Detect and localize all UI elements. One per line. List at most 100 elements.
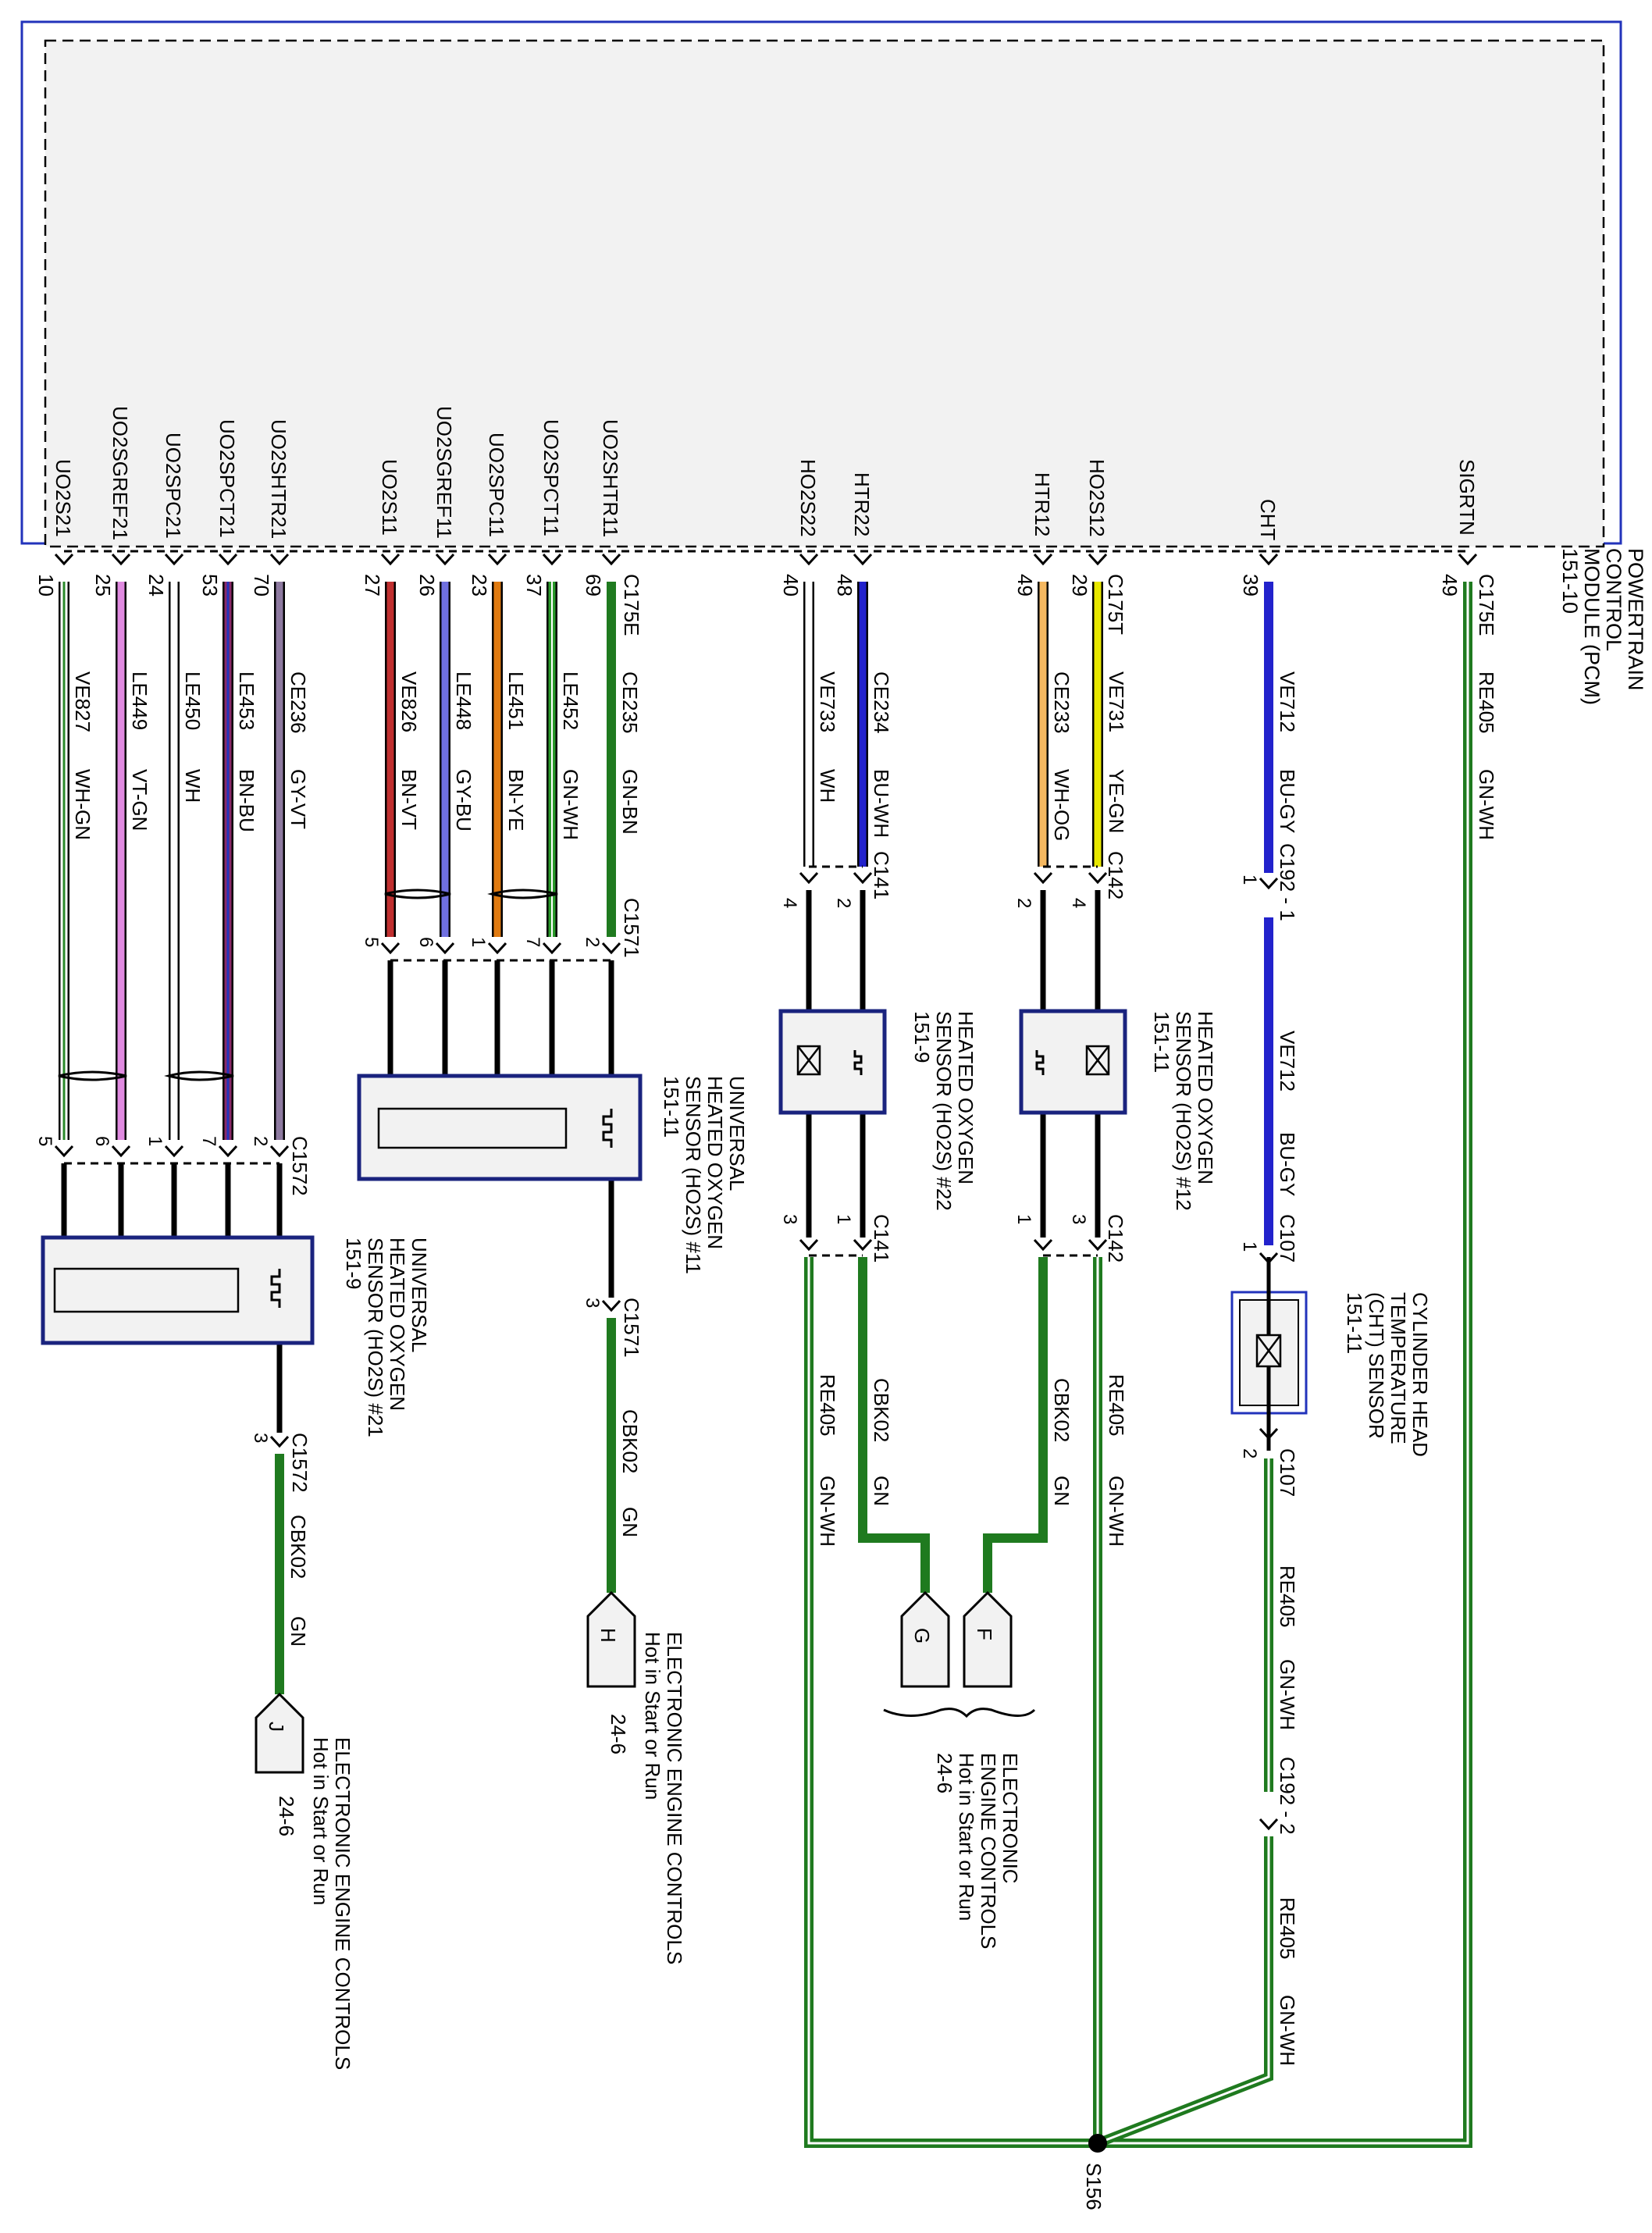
cbk02-label-12: CBK02: [1050, 1378, 1073, 1442]
c107-pin-2: 2: [1239, 1448, 1260, 1458]
ref-gf-page: 24-6: [933, 1753, 956, 1793]
uhos21-title-line-1: UNIVERSAL: [408, 1238, 431, 1352]
pcm-pin-number-uo2shtr21: 70: [250, 574, 273, 597]
re405-label-cht: RE405: [1276, 1565, 1299, 1628]
wire-color-ho2s12: YE-GN: [1105, 769, 1128, 833]
gf-brace: [883, 1708, 1036, 1718]
connector-arrow: [853, 553, 873, 566]
pcm-pin-number-uo2spct11: 37: [522, 574, 546, 597]
connector-c192-1: C192 - 1: [1276, 843, 1299, 921]
wire-color-uo2s11: BN-VT: [397, 769, 421, 830]
pcm-pin-number-cht: 39: [1239, 574, 1262, 597]
ref-gf-title-1: ELECTRONIC: [999, 1753, 1022, 1884]
connector-arrow: [164, 553, 184, 566]
cbk02-label-22: CBK02: [870, 1378, 893, 1442]
wire-color-sigrtn: GN-WH: [1475, 769, 1498, 840]
wire-color-uo2spct11: GN-WH: [559, 769, 582, 840]
gnwh-label-cht: GN-WH: [1276, 1659, 1299, 1730]
connector-arrow: [542, 942, 562, 955]
uhos11-title-line-3: SENSOR (HO2S) #11: [682, 1076, 705, 1274]
pcm-title-line-2: CONTROL: [1602, 548, 1625, 651]
ref-gf-title-2: ENGINE CONTROLS: [977, 1753, 1000, 1949]
connector-arrow: [542, 553, 562, 566]
pcm-title-line-3: MODULE (PCM): [1580, 548, 1604, 705]
c141-top-pin: 4: [779, 898, 800, 908]
pcm-pin-number-uo2shtr11: 69: [582, 574, 605, 597]
pcm-pin-number-uo2sgref21: 25: [91, 574, 115, 597]
connector-c1571-top: C1571: [620, 898, 643, 958]
connector-arrow: [164, 1145, 184, 1158]
connector-arrow: [1033, 553, 1053, 566]
pcm-connector-c175t: C175T: [1104, 574, 1127, 635]
c1571-pin: 5: [361, 937, 382, 947]
connector-arrow: [1259, 1818, 1279, 1831]
wire-color-uo2sgref21: VT-GN: [128, 769, 151, 831]
circuit-uo2sgref21: LE449: [128, 671, 151, 730]
wire-color-uo2sgref11: GY-BU: [452, 769, 475, 832]
chp-wire-ve712: VE712: [1276, 1031, 1299, 1092]
circuit-uo2s21: VE827: [71, 671, 94, 732]
circuit-uo2spct21: LE453: [235, 671, 258, 730]
wire-color-htr12: WH-OG: [1050, 769, 1073, 841]
pcm-signal-htr12: HTR12: [1031, 472, 1054, 536]
ref-j-page: 24-6: [275, 1796, 298, 1836]
connector-c141-top: C141: [870, 851, 893, 899]
connector-arrow: [1088, 871, 1108, 885]
cht-title-line-1: CYLINDER HEAD: [1408, 1292, 1432, 1457]
circuit-uo2spc11: LE451: [504, 671, 528, 730]
connector-arrow: [853, 871, 873, 885]
pcm-signal-uo2spc21: UO2SPC21: [162, 433, 185, 539]
hos22-sensor: [778, 1009, 887, 1115]
c1572-pin: 5: [34, 1136, 55, 1146]
connector-arrow: [1088, 1238, 1108, 1252]
uhos11-title-line-1: UNIVERSAL: [725, 1076, 749, 1191]
connector-arrow: [1259, 877, 1279, 890]
connector-arrow: [799, 1238, 819, 1252]
connector-arrow: [218, 1145, 238, 1158]
pcm-signal-uo2sgref11: UO2SGREF11: [433, 406, 456, 539]
hos12-title-line-2: SENSOR (HO2S) #12: [1172, 1011, 1195, 1211]
circuit-cht: VE712: [1276, 671, 1299, 732]
pcm-pin-number-uo2s21: 10: [34, 574, 58, 597]
connector-c142-bottom: C142: [1104, 1214, 1127, 1263]
gn-label-12: GN: [1050, 1476, 1073, 1506]
circuit-uo2shtr11: CE235: [618, 671, 642, 734]
connector-arrow: [853, 1238, 873, 1252]
pcm-title-line-4: 151-10: [1558, 548, 1582, 614]
hos22-title-line-1: HEATED OXYGEN: [954, 1011, 977, 1184]
connector-dashes: [64, 550, 1468, 1257]
circuit-ho2s12: VE731: [1105, 671, 1128, 732]
connector-arrow: [111, 553, 131, 566]
connector-c1572-top: C1572: [288, 1136, 312, 1196]
pcm-pin-number-uo2s11: 27: [361, 574, 384, 597]
pcm-pin-number-uo2spc11: 23: [468, 574, 491, 597]
pcm-signal-uo2spct11: UO2SPCT11: [539, 419, 563, 536]
circuit-ho2s22: VE733: [816, 671, 839, 732]
connector-arrow: [269, 1145, 290, 1158]
pcm-pin-number-uo2spct21: 53: [198, 574, 222, 597]
twisted-pair-markers: [58, 889, 558, 1081]
circuit-uo2s11: VE826: [397, 671, 421, 732]
wire-color-uo2spc11: BN-YE: [504, 769, 528, 831]
ref-gf-note: Hot in Start or Run: [955, 1753, 978, 1921]
connector-c107-top: C107: [1276, 1214, 1299, 1263]
pcm-module: [20, 20, 1622, 548]
c142-bottom-pin: 3: [1068, 1214, 1089, 1224]
pcm-pin-number-ho2s12: 29: [1068, 574, 1091, 597]
pcm-signal-uo2s21: UO2S21: [52, 459, 75, 537]
c1571-pin: 2: [582, 937, 603, 947]
gn-label-22: GN: [870, 1476, 893, 1506]
pcm-signal-htr22: HTR22: [850, 472, 874, 536]
pcm-connector-c175e-b: C175E: [1475, 574, 1498, 636]
ref-j-letter: J: [265, 1722, 288, 1732]
c141-top-pin: 2: [833, 898, 854, 908]
connector-arrow: [380, 942, 401, 955]
uhos21-title-line-3: SENSOR (HO2S) #21: [364, 1238, 387, 1437]
c1571-pin-3: 3: [582, 1298, 603, 1308]
c1572-pin: 2: [250, 1136, 271, 1146]
uhos21-sensor: [41, 1235, 315, 1345]
c1572-pin-3: 3: [250, 1433, 271, 1443]
connector-c141-bottom: C141: [870, 1214, 893, 1263]
gn-label-11: GN: [618, 1507, 642, 1537]
connector-arrow: [269, 553, 290, 566]
